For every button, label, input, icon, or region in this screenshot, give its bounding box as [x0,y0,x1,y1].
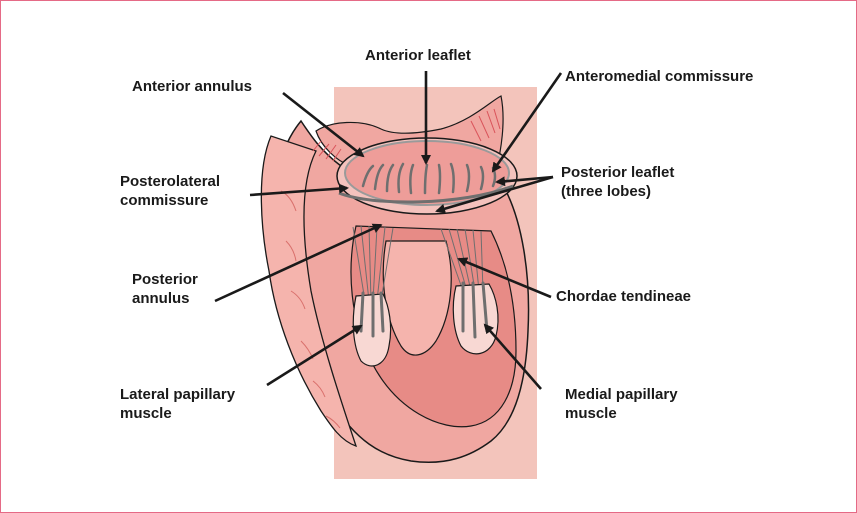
label-posterolateral-line-1: Posterolateral [120,172,220,191]
label-medial-papillary-muscle: Medial papillary muscle [565,385,678,423]
label-anterior-annulus: Anterior annulus [132,77,252,96]
label-posterolateral-commissure: Posterolateral commissure [120,172,220,210]
label-posterior-leaflet: Posterior leaflet (three lobes) [561,163,674,201]
label-lateral-papillary-line-1: Lateral papillary [120,385,235,404]
label-posterior-leaflet-line-1: Posterior leaflet [561,163,674,182]
label-posterior-annulus-line-1: Posterior [132,270,198,289]
label-lateral-papillary-muscle: Lateral papillary muscle [120,385,235,423]
label-medial-papillary-line-1: Medial papillary [565,385,678,404]
label-chordae-tendineae: Chordae tendineae [556,287,691,306]
label-posterior-annulus-line-2: annulus [132,289,198,308]
label-anteromedial-commissure: Anteromedial commissure [565,67,753,86]
label-anterior-leaflet: Anterior leaflet [365,46,471,65]
label-posterior-annulus: Posterior annulus [132,270,198,308]
label-posterolateral-line-2: commissure [120,191,220,210]
label-lateral-papillary-line-2: muscle [120,404,235,423]
label-posterior-leaflet-line-2: (three lobes) [561,182,674,201]
label-medial-papillary-line-2: muscle [565,404,678,423]
